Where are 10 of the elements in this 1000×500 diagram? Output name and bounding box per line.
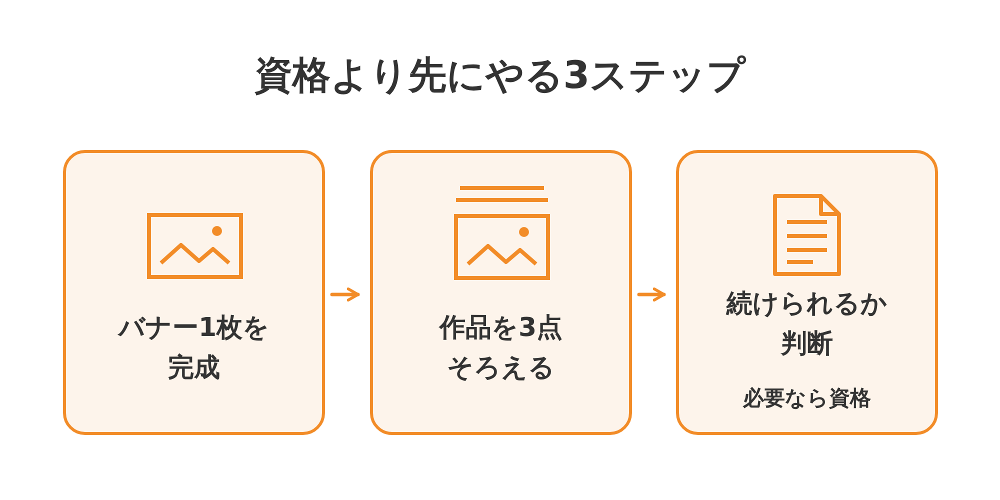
note-text: 必要なら資格 <box>742 385 872 412</box>
title: 資格より先にやる3ステップ <box>253 52 748 99</box>
step-card <box>676 150 938 435</box>
step-card <box>63 150 325 435</box>
arrow <box>330 288 360 302</box>
arrow <box>637 288 666 302</box>
step-text: 続けられるか判断 <box>724 288 888 361</box>
step-card <box>370 150 632 435</box>
step-text: バナー1枚を完成 <box>116 312 271 385</box>
step-text: 作品を3点そろえる <box>438 312 564 385</box>
